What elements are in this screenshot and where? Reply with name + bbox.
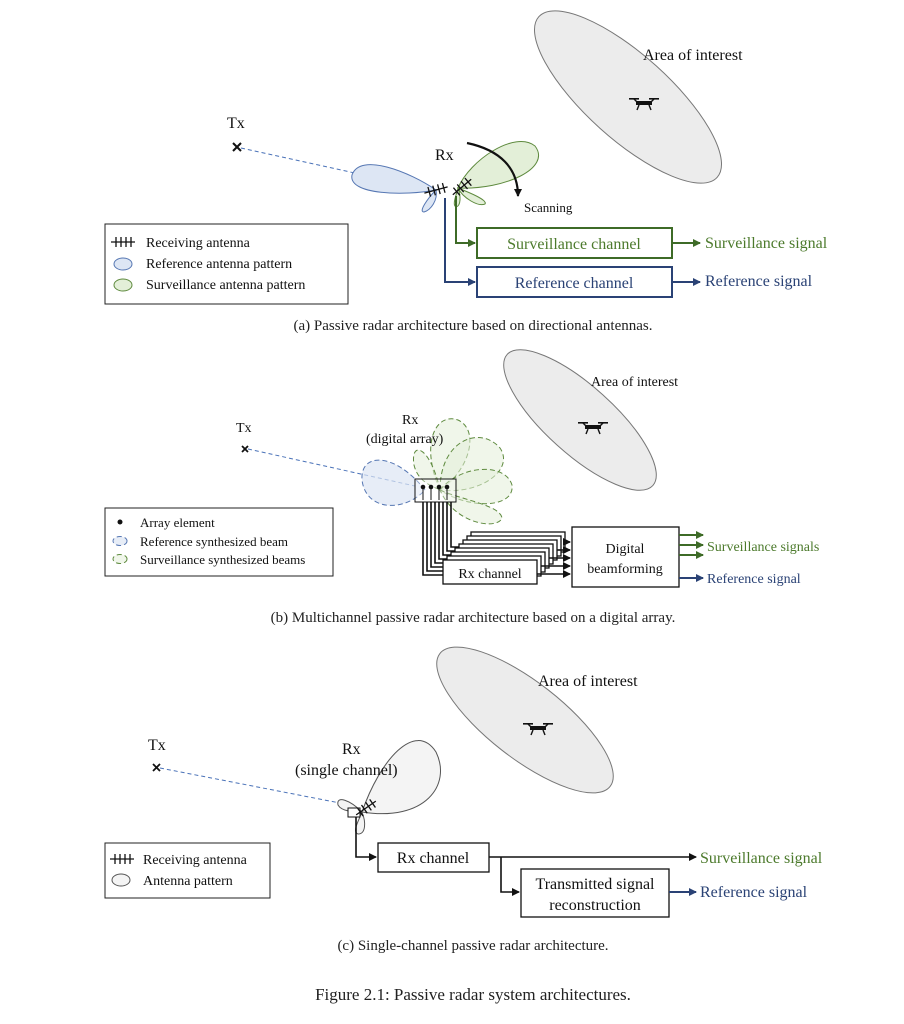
tx-marker — [241, 445, 249, 453]
legend-c-item: Antenna pattern — [143, 874, 233, 889]
array-elements — [420, 484, 450, 500]
channel-to-beamformer-arrows — [537, 538, 571, 578]
panel-a: Area of interest Tx Rx Scanning Surveill… — [104, 10, 828, 334]
beamforming-label-line1: Digital — [606, 542, 645, 557]
scanning-label: Scanning — [524, 200, 573, 215]
area-of-interest-label: Area of interest — [591, 375, 678, 390]
rx-channel-label: Rx channel — [458, 567, 521, 582]
antenna-pattern-lobe — [361, 740, 441, 814]
digital-array-box — [414, 478, 457, 503]
reference-signal-label: Reference signal — [700, 884, 808, 901]
legend-c-item: Receiving antenna — [143, 853, 248, 868]
area-of-interest-ellipse — [503, 349, 657, 491]
legend-a-item: Surveillance antenna pattern — [146, 278, 305, 293]
surveillance-channel-label: Surveillance channel — [507, 236, 641, 253]
caption-b: (b) Multichannel passive radar architect… — [271, 610, 676, 626]
surveillance-signal-label: Surveillance signal — [700, 850, 823, 867]
reference-antenna-lobe — [351, 164, 438, 194]
area-of-interest-label: Area of interest — [643, 47, 743, 64]
rx-wire — [355, 817, 377, 861]
reference-channel-label: Reference channel — [515, 275, 634, 292]
surveillance-channel-box — [476, 227, 673, 259]
antenna-pattern-icon — [111, 873, 131, 887]
reference-pattern-icon — [113, 257, 133, 271]
reference-wire — [444, 198, 476, 286]
legend-b-item: Array element — [140, 515, 215, 530]
rx-sublabel: (digital array) — [366, 432, 444, 447]
surveillance-antenna-lobe — [457, 141, 539, 189]
tx-line-of-sight — [159, 767, 346, 805]
area-of-interest-label: Area of interest — [538, 673, 638, 690]
scanning-arrow — [466, 141, 522, 197]
caption-a: (a) Passive radar architecture based on … — [293, 318, 652, 334]
digital-beamforming-box — [571, 526, 680, 588]
panel-b: Area of interest Tx Rx (digital array) — [104, 349, 819, 626]
rx-channel-stack — [442, 531, 566, 585]
rx-sublabel: (single channel) — [295, 762, 398, 779]
surveillance-beam-icon — [112, 554, 128, 564]
surveillance-signals-label: Surveillance signals — [707, 540, 819, 555]
legend-b: Array element Reference synthesized beam… — [104, 507, 334, 577]
reconstruction-label-line2: reconstruction — [549, 897, 641, 914]
surveillance-pattern-icon — [113, 278, 133, 292]
reference-synthesized-beam — [361, 459, 426, 506]
rx-label: Rx — [435, 147, 454, 164]
area-of-interest-ellipse — [436, 646, 614, 794]
tx-label: Tx — [227, 115, 245, 132]
rx-label: Rx — [342, 741, 361, 758]
reconstruction-box — [520, 868, 670, 918]
figure-caption: Figure 2.1: Passive radar system archite… — [315, 985, 631, 1004]
legend-b-item: Reference synthesized beam — [140, 534, 288, 549]
beamforming-label-line2: beamforming — [587, 562, 662, 577]
array-element-icon — [117, 519, 123, 525]
legend-a-item: Receiving antenna — [146, 236, 251, 251]
rx-channel-label: Rx channel — [397, 850, 470, 867]
antenna-side-lobe — [355, 810, 366, 835]
reconstruction-label-line1: Transmitted signal — [536, 876, 656, 893]
tx-label: Tx — [148, 737, 166, 754]
reference-signal-label: Reference signal — [705, 273, 813, 290]
tx-marker — [152, 763, 161, 772]
area-of-interest-ellipse — [533, 10, 723, 184]
legend-b-item: Surveillance synthesized beams — [140, 552, 305, 567]
caption-c: (c) Single-channel passive radar archite… — [337, 938, 608, 954]
panel-c: Area of interest Tx Rx (single channel) … — [104, 646, 823, 954]
reference-beam-icon — [112, 536, 128, 546]
legend-c: Receiving antenna Antenna pattern — [104, 842, 271, 899]
reference-side-lobe — [421, 188, 437, 213]
surveillance-side-lobe — [456, 187, 486, 206]
reference-channel-box — [476, 266, 673, 298]
rx-label: Rx — [402, 413, 418, 428]
tx-marker — [232, 142, 242, 152]
legend-a-item: Reference antenna pattern — [146, 257, 292, 272]
surveillance-signal-label: Surveillance signal — [705, 235, 828, 252]
tx-label: Tx — [236, 421, 252, 436]
surveillance-wire — [455, 196, 476, 247]
reference-signal-label: Reference signal — [707, 572, 801, 587]
reconstruction-wire — [500, 857, 520, 896]
legend-a: Receiving antenna Reference antenna patt… — [104, 223, 349, 305]
